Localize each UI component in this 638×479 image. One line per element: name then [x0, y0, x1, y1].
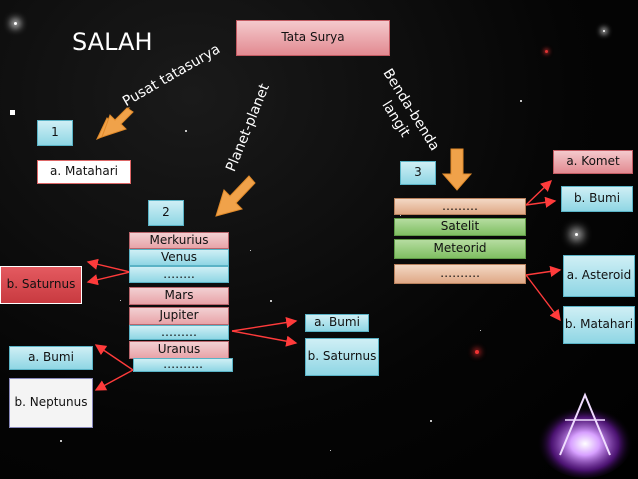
planet-item: ……… [129, 325, 229, 340]
option-top-2: b. Bumi [561, 186, 633, 212]
group-1-number: 1 [37, 120, 73, 146]
option-right-2: b. Saturnus [305, 338, 379, 376]
star [480, 330, 481, 331]
star [250, 250, 251, 251]
planet-item: Venus [129, 249, 229, 266]
option-left-2: a. Bumi [9, 346, 93, 370]
item-3: Meteorid [394, 239, 526, 259]
item-3: Satelit [394, 218, 526, 236]
star [575, 233, 578, 236]
star [475, 350, 479, 354]
option-top-1: a. Komet [553, 150, 633, 174]
page-title: SALAH [72, 28, 153, 56]
group-3-number: 3 [400, 161, 436, 185]
galaxy-icon [537, 392, 633, 478]
star [520, 100, 522, 102]
star [545, 50, 548, 53]
group-1-answer: a. Matahari [37, 160, 131, 184]
group-2-number: 2 [148, 200, 184, 226]
star [603, 30, 605, 32]
item-3: ………. [394, 264, 526, 284]
item-3: ……… [394, 198, 526, 215]
option-bottom-2: b. Matahari [563, 306, 635, 344]
star [60, 440, 62, 442]
star [430, 420, 432, 422]
star [185, 130, 187, 132]
planet-item: Mars [129, 287, 229, 305]
bullet-icon [10, 110, 15, 115]
planet-item: Merkurius [129, 232, 229, 249]
planet-item: …….. [129, 266, 229, 283]
root-node: Tata Surya [236, 20, 390, 56]
option-left-1: b. Saturnus [0, 266, 82, 304]
star [270, 300, 272, 302]
planet-item: ………. [133, 357, 233, 372]
star [400, 215, 401, 216]
option-right-1: a. Bumi [305, 314, 369, 332]
star [14, 22, 17, 25]
option-bottom-1: a. Asteroid [563, 255, 635, 297]
planet-item: Jupiter [129, 307, 229, 325]
star [120, 300, 121, 301]
option-left-3: b. Neptunus [9, 378, 93, 428]
star [330, 450, 331, 451]
